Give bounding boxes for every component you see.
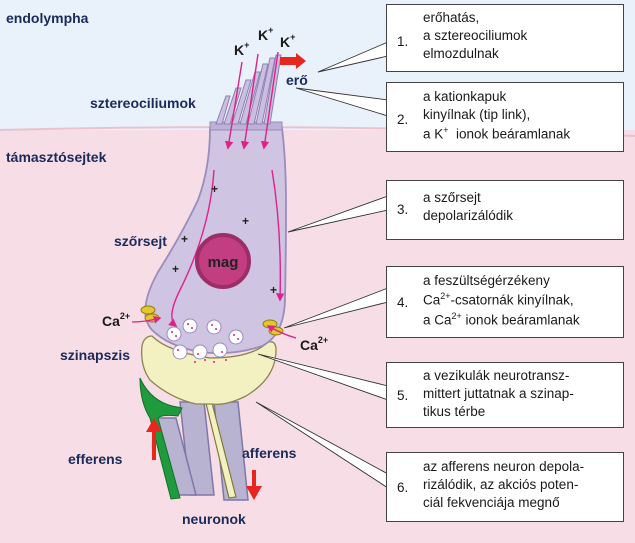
potassium-ion-label: K+ [234,40,249,58]
afferent-direction-arrow [246,470,262,500]
label-tamasztosejtek: támasztósejtek [6,149,107,165]
efferent-direction-arrow [146,418,162,460]
step-number: 3. [397,202,409,217]
vesicle [228,329,244,345]
step-text: rizálódik, az akciós poten- [423,477,579,493]
step-number: 1. [397,34,409,49]
label-szorsejt: szőrsejt [114,233,167,249]
step-text: a Ca2+ ionok beáramlanak [423,310,580,328]
step-text: a sztereociliumok [423,28,528,44]
step-text: ciál fekvenciája megnő [423,495,560,511]
potassium-ion-label: K+ [280,32,295,50]
step-text: a szőrsejt [423,190,481,205]
label-sztereociliumok: sztereociliumok [90,95,196,111]
step-text: az afferens neuron depola- [423,459,585,474]
label-ero: erő [286,72,308,88]
label-neuronok: neuronok [182,511,246,527]
step-box-2: 2. a kationkapuk kinyílnak (tip link), a… [386,82,624,152]
potassium-ion-label: K+ [258,25,273,43]
efferent-neuron [139,377,183,500]
vesicle [182,318,198,334]
step-box-1: 1. erőhatás, a sztereociliumok elmozduln… [386,4,624,72]
neurotransmitter-dots [171,323,239,363]
step-text: tikus térbe [423,404,486,420]
vesicle [206,319,222,335]
afferent-neuron [152,401,249,501]
step-text: a kationkapuk [423,89,507,104]
step-box-5: 5. a vezikulák neurotransz- mittert jutt… [386,362,624,428]
label-efferens: efferens [68,451,123,467]
step-text: Ca2+-csatornák kinyílnak, [423,291,574,308]
step-number: 4. [397,295,409,310]
vesicle [172,344,188,360]
calcium-influx-arrow-left [131,315,162,324]
positive-charge: + [172,262,179,276]
step-text: a vezikulák neurotransz- [423,368,570,383]
positive-charge: + [211,182,218,196]
vesicle [166,326,182,342]
step-text: mittert juttatnak a szinap- [423,386,574,402]
nucleus-label: mag [208,254,239,271]
step-text: a feszültségérzékeny [423,273,550,288]
calcium-influx-arrow-right [266,325,297,339]
synaptic-vesicles [166,318,244,360]
step-box-3: 3. a szőrsejt depolarizálódik [386,180,624,240]
step-text: erőhatás, [423,10,480,25]
step-number: 5. [397,388,409,403]
vesicle [192,344,208,360]
potassium-influx-arrows [224,51,279,150]
step-number: 6. [397,480,409,495]
label-endolympha: endolympha [6,10,89,26]
positive-charge: + [270,283,277,297]
label-afferens: afferens [242,445,297,461]
step-box-6: 6. az afferens neuron depola- rizálódik,… [386,452,624,522]
nucleus [195,233,251,289]
step-number: 2. [397,112,409,127]
vesicle [212,342,228,358]
positive-charge: + [242,214,249,228]
step-box-4: 4. a feszültségérzékeny Ca2+-csatornák k… [386,266,624,338]
positive-charge: + [181,232,188,246]
label-szinapszis: szinapszis [60,347,130,363]
calcium-ion-label-left: Ca2+ [102,311,130,329]
depolarization-current-arrows [168,169,285,328]
step-text: a K+ ionok beáramlanak [423,125,571,142]
calcium-ion-label-right: Ca2+ [300,335,328,353]
step-text: kinyílnak (tip link), [423,107,531,123]
step-text: depolarizálódik [423,208,514,224]
step-text: elmozdulnak [423,46,499,62]
force-arrow [280,53,306,69]
